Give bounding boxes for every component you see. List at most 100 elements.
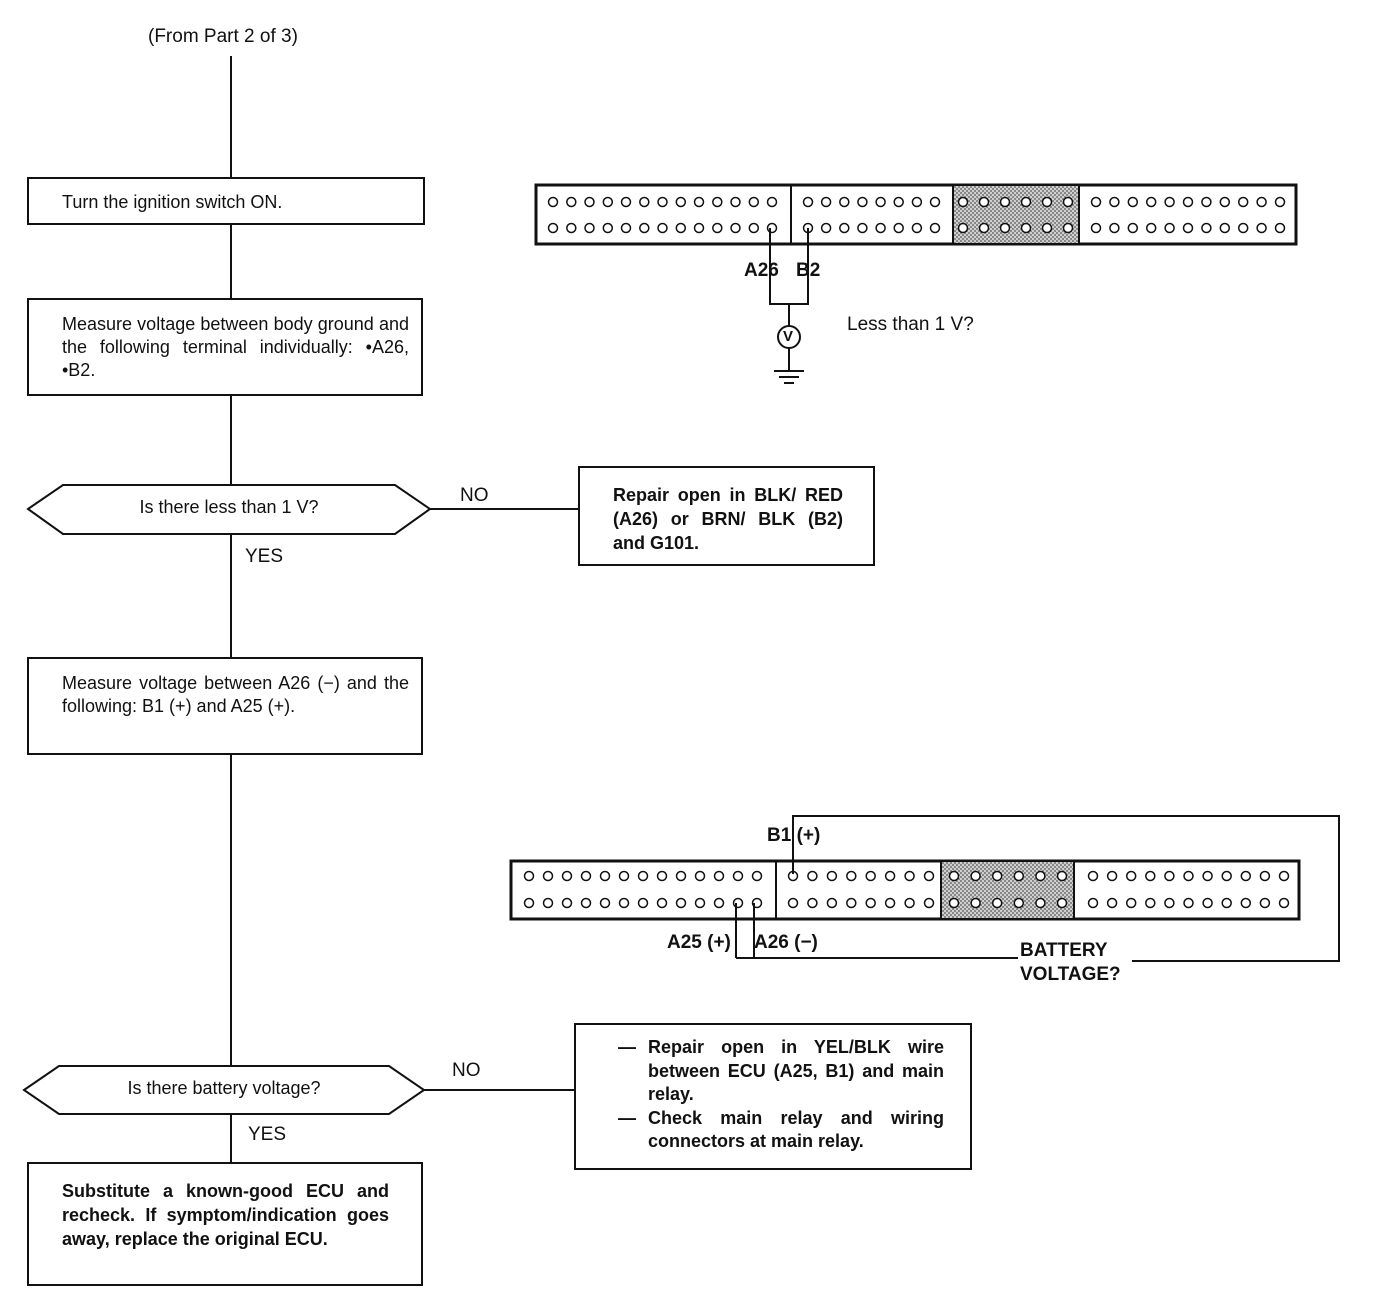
connector-pin xyxy=(639,196,650,208)
yes-label-2: YES xyxy=(248,1124,287,1145)
connector-pin xyxy=(694,870,706,882)
connector-pin xyxy=(846,897,857,909)
connector-pin xyxy=(618,870,630,882)
connector-pin xyxy=(1020,196,1032,208)
step-ignition-on: Turn the ignition switch ON. xyxy=(27,177,425,225)
connector-pin xyxy=(1164,870,1175,882)
connector-pin xyxy=(1237,222,1249,234)
connector-pin xyxy=(884,897,896,909)
from-part-label: (From Part 2 of 3) xyxy=(148,26,298,47)
connector-pin xyxy=(1202,897,1213,909)
connector-pin xyxy=(694,897,706,909)
connector-pin xyxy=(656,870,668,882)
connector-pin xyxy=(1062,196,1074,208)
connector-pin xyxy=(893,196,904,208)
connector-diagram-2 xyxy=(509,815,1340,962)
connector-pin xyxy=(978,196,990,208)
repair2-item-2-text: Check main relay and wiring connectors a… xyxy=(648,1107,944,1152)
connector-pin xyxy=(675,870,687,882)
connector-diagram-1 xyxy=(534,183,1298,384)
connector-pin xyxy=(1062,222,1074,234)
connector-pin xyxy=(904,870,915,882)
battery-voltage-question-line1: BATTERY xyxy=(1020,940,1108,961)
connector-pin xyxy=(1182,222,1194,234)
connector-pin xyxy=(547,222,559,234)
connector-pin xyxy=(656,897,668,909)
connector-pin xyxy=(1240,897,1252,909)
connector-pin xyxy=(1127,222,1139,234)
pin-label-a25: A25 (+) xyxy=(667,932,731,953)
step-ignition-text: Turn the ignition switch ON. xyxy=(62,192,283,212)
step-measure1-text: Measure voltage between body ground and … xyxy=(62,314,409,380)
connector-pin xyxy=(970,870,981,882)
connector-pin xyxy=(957,222,969,234)
connector-pin xyxy=(566,222,577,234)
battery-voltage-question-line2: VOLTAGE? xyxy=(1020,964,1121,985)
connector-pin xyxy=(1278,897,1290,909)
connector-pin xyxy=(1219,196,1231,208)
connector-pin xyxy=(580,897,592,909)
yes-label-1: YES xyxy=(245,546,284,567)
connector-pin xyxy=(820,222,832,234)
connector-pin xyxy=(1278,870,1290,882)
connector-pin xyxy=(1056,897,1068,909)
connector-pin xyxy=(787,897,799,909)
connector-pin xyxy=(675,222,687,234)
connector-pin xyxy=(1274,222,1286,234)
connector-pin xyxy=(929,196,941,208)
connector-pin xyxy=(599,897,611,909)
repair2-dash-2: — xyxy=(618,1107,636,1128)
connector-pin xyxy=(1201,196,1212,208)
connector-pin xyxy=(839,222,850,234)
connector-pin xyxy=(693,222,705,234)
connector-pin xyxy=(620,222,632,234)
connector-pin xyxy=(1274,196,1286,208)
connector-pin xyxy=(584,196,595,208)
pin-label-a26: A26 xyxy=(744,260,779,281)
connector-pin xyxy=(547,196,559,208)
connector-pin xyxy=(561,897,573,909)
connector-pin xyxy=(1145,196,1157,208)
connector-pin xyxy=(580,870,592,882)
connector-pin xyxy=(1087,897,1099,909)
connector-pin xyxy=(620,196,632,208)
connector-pin xyxy=(1109,196,1120,208)
connector-pin xyxy=(857,222,868,234)
connector-pin xyxy=(618,897,630,909)
connector-pin xyxy=(639,222,650,234)
repair-box-2: — Repair open in YEL/BLK wire between EC… xyxy=(574,1023,972,1170)
connector-pin xyxy=(1221,897,1232,909)
connector-pin xyxy=(748,222,760,234)
connector-pin xyxy=(911,222,923,234)
connector-pin xyxy=(1087,870,1099,882)
connector-pin xyxy=(991,897,1003,909)
connector-pin xyxy=(929,222,941,234)
connector-pin xyxy=(991,870,1003,882)
pin-label-a26-minus: A26 (−) xyxy=(754,932,818,953)
voltmeter-letter: V xyxy=(783,328,794,345)
connector-pin xyxy=(1145,222,1157,234)
pin-label-b1: B1 (+) xyxy=(767,825,821,846)
connector-pin xyxy=(875,196,886,208)
connector-pin xyxy=(999,222,1011,234)
connector-pin xyxy=(1219,222,1231,234)
repair2-item-2: — Check main relay and wiring connectors… xyxy=(618,1107,944,1154)
connector-pin xyxy=(1013,897,1025,909)
repair2-item-1: — Repair open in YEL/BLK wire between EC… xyxy=(618,1036,944,1107)
connector-pin xyxy=(1164,196,1175,208)
connector-pin xyxy=(865,870,876,882)
connector-pin xyxy=(1109,222,1120,234)
repair-box-1: Repair open in BLK/ RED (A26) or BRN/ BL… xyxy=(578,466,875,566)
connector-pin xyxy=(999,196,1011,208)
connector-pin xyxy=(675,897,687,909)
connector-pin xyxy=(1256,196,1267,208)
connector-pin xyxy=(1106,897,1118,909)
step-substitute-text: Substitute a known-good ECU and recheck.… xyxy=(62,1181,389,1249)
connector-pin xyxy=(599,870,611,882)
connector-pin xyxy=(675,196,687,208)
connector-pin xyxy=(826,870,838,882)
connector-pin xyxy=(807,870,818,882)
connector-pin xyxy=(637,870,649,882)
connector-pin xyxy=(712,196,723,208)
